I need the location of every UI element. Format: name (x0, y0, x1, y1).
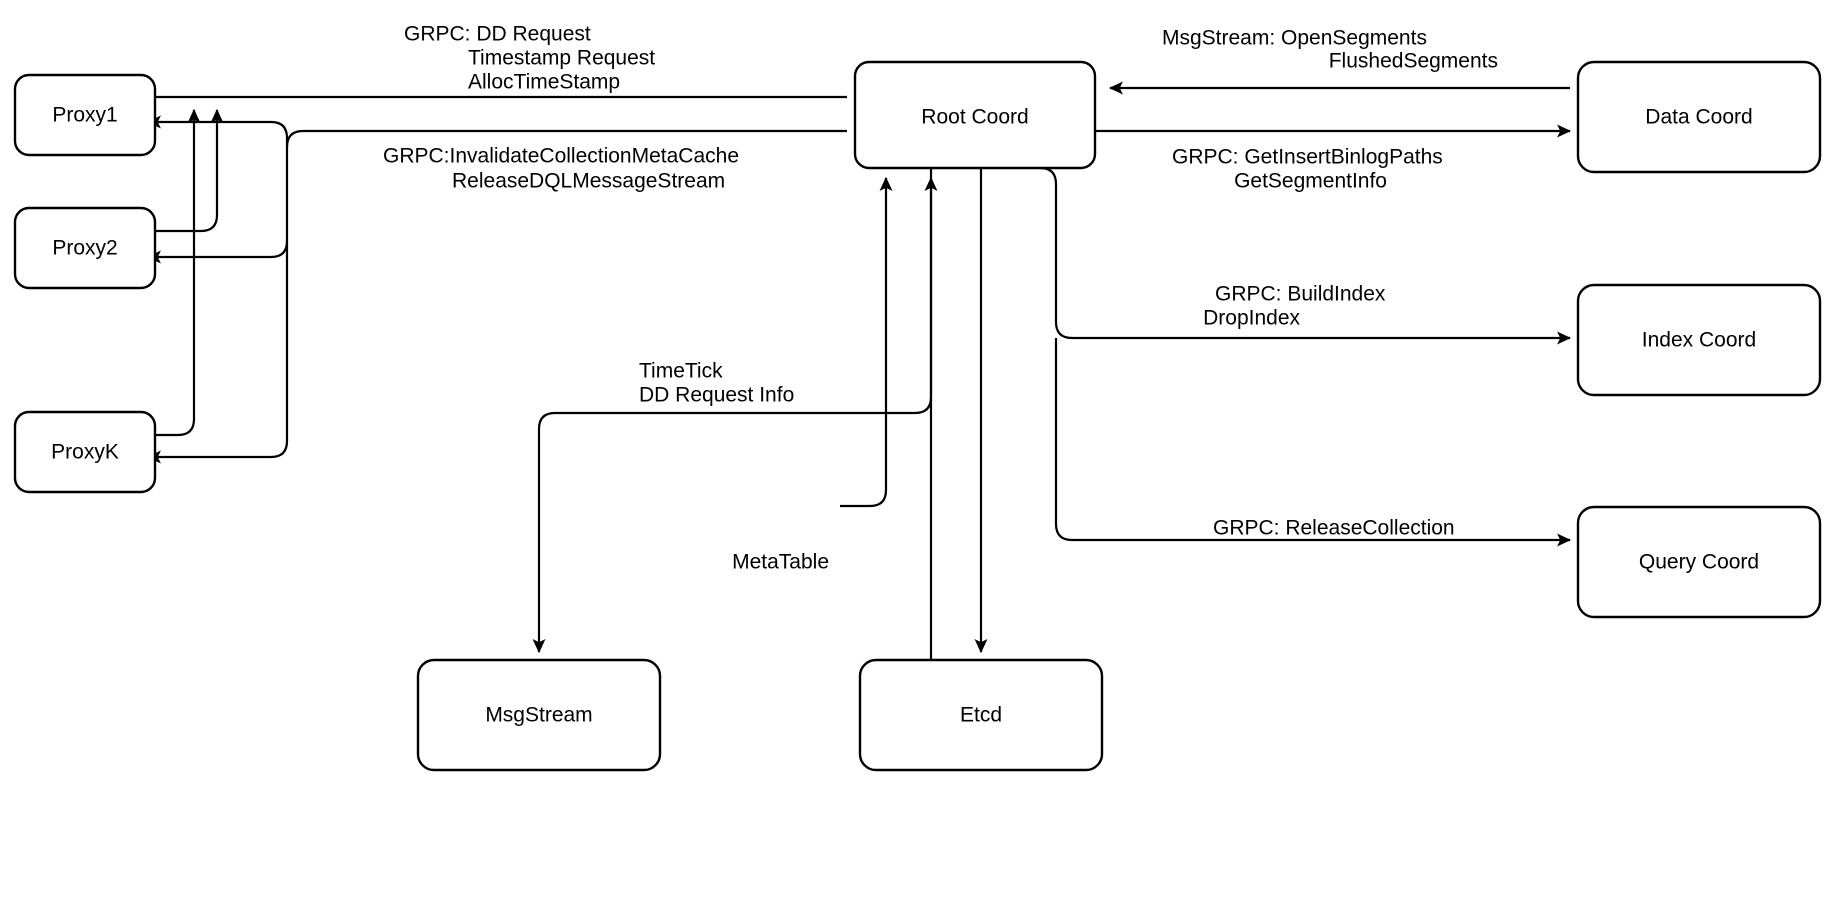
edge-label-line-1: TimeTick (639, 360, 723, 383)
edge-label-line-1: MsgStream: OpenSegments (1162, 27, 1427, 50)
edge-label-line-1: GRPC: ReleaseCollection (1213, 517, 1455, 540)
edge-label-line-1: GRPC: DD Request (404, 23, 591, 46)
edge-label-line-1: GRPC: BuildIndex (1215, 283, 1386, 306)
edge-rootcoord-downlead (146, 129, 847, 464)
node-etcd-label: Etcd (960, 704, 1002, 727)
node-proxy1[interactable]: Proxy1 (13, 73, 157, 157)
edge-label-line-2: Timestamp Request (468, 47, 655, 70)
node-proxy1-label: Proxy1 (52, 104, 117, 127)
edge-label-rootcoord-to-etcd: MetaTable (732, 551, 829, 574)
node-datacoord-label: Data Coord (1645, 106, 1752, 129)
node-proxy2[interactable]: Proxy2 (13, 206, 157, 290)
node-etcd-box[interactable] (858, 658, 1104, 772)
edge-msgstream-riser-tail (840, 489, 888, 508)
edge-label-rootcoord-to-indexcoord: GRPC: BuildIndex DropIndex (1203, 283, 1386, 330)
edge-proxy2-riser (155, 108, 224, 233)
node-querycoord[interactable]: Query Coord (1576, 505, 1822, 619)
edge-label-rootcoord-to-datacoord: GRPC: GetInsertBinlogPaths GetSegmentInf… (1172, 146, 1443, 193)
edge-label-rootcoord-to-querycoord: GRPC: ReleaseCollection (1213, 517, 1455, 540)
edge-rootcoord-to-msgstream (532, 168, 933, 654)
node-msgstream-box[interactable] (416, 658, 662, 772)
node-rootcoord[interactable]: Root Coord (853, 60, 1097, 170)
node-proxyk-box[interactable] (13, 410, 157, 494)
node-proxy1-box[interactable] (13, 73, 157, 157)
node-proxyk[interactable]: ProxyK (13, 410, 157, 494)
edge-label-datacoord-to-rootcoord: MsgStream: OpenSegments FlushedSegments (1162, 27, 1498, 73)
node-rootcoord-label: Root Coord (921, 106, 1028, 129)
edge-label-line-1: MetaTable (732, 551, 829, 574)
edge-proxyk-riser (155, 108, 201, 437)
edge-to-proxy2 (146, 240, 289, 264)
node-proxy2-label: Proxy2 (52, 237, 117, 260)
node-indexcoord-label: Index Coord (1642, 329, 1756, 352)
edge-label-line-2: ReleaseDQLMessageStream (452, 170, 725, 193)
node-msgstream-label: MsgStream (485, 704, 592, 727)
node-datacoord-box[interactable] (1576, 60, 1822, 174)
node-querycoord-label: Query Coord (1639, 551, 1759, 574)
edge-label-proxy-to-rootcoord: GRPC: DD Request Timestamp Request Alloc… (404, 23, 655, 94)
edge-label-rootcoord-to-proxy: GRPC:InvalidateCollectionMetaCache Relea… (383, 145, 739, 193)
edge-label-line-2: DD Request Info (639, 384, 794, 407)
edge-label-line-2: GetSegmentInfo (1234, 170, 1387, 193)
edge-proxy-to-rootcoord (155, 95, 847, 437)
edge-label-line-2: FlushedSegments (1329, 50, 1498, 73)
edge-branch-to-proxy1 (270, 120, 289, 147)
edge-label-rootcoord-to-msgstream: TimeTick DD Request Info (639, 360, 794, 407)
node-proxyk-label: ProxyK (51, 441, 119, 464)
edge-rootcoord-to-indexcoord (1039, 166, 1572, 345)
edge-label-line-3: AllocTimeStamp (468, 71, 620, 94)
edge-label-line-1: GRPC:InvalidateCollectionMetaCache (383, 145, 739, 168)
edge-rootcoord-to-querycoord (1054, 338, 1572, 547)
node-rootcoord-box[interactable] (853, 60, 1097, 170)
node-msgstream[interactable]: MsgStream (416, 658, 662, 772)
node-indexcoord-box[interactable] (1576, 283, 1822, 397)
edge-rootcoord-to-proxy (146, 115, 847, 464)
edge-label-line-1: GRPC: GetInsertBinlogPaths (1172, 146, 1443, 169)
node-etcd[interactable]: Etcd (858, 658, 1104, 772)
node-datacoord[interactable]: Data Coord (1576, 60, 1822, 174)
node-proxy2-box[interactable] (13, 206, 157, 290)
node-querycoord-box[interactable] (1576, 505, 1822, 619)
node-indexcoord[interactable]: Index Coord (1576, 283, 1822, 397)
edge-label-line-2: DropIndex (1203, 307, 1300, 330)
